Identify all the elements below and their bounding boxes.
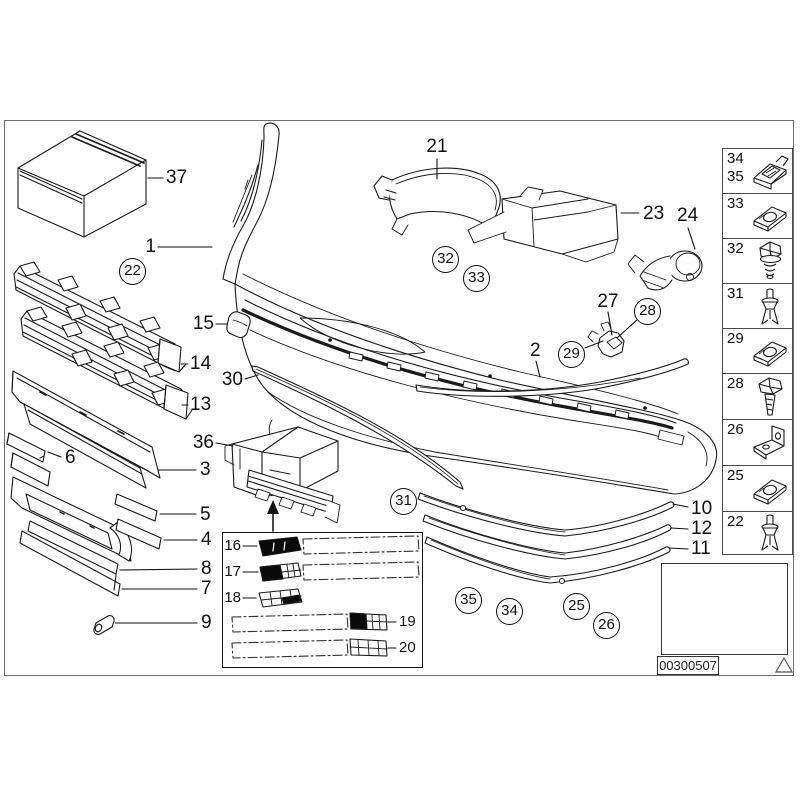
fastener-cell-25[interactable]: 25: [722, 465, 793, 512]
part-label-15[interactable]: 15: [192, 313, 214, 334]
part-label-21[interactable]: 21: [426, 136, 448, 157]
part-label-18[interactable]: 18: [224, 589, 241, 606]
part-label-17[interactable]: 17: [224, 563, 241, 580]
diagram-code: 00300507: [657, 656, 719, 675]
part-label-14[interactable]: 14: [190, 353, 212, 374]
part-label-11[interactable]: 11: [691, 538, 711, 559]
part-label-13[interactable]: 13: [190, 394, 212, 415]
part-label-4[interactable]: 4: [201, 529, 212, 550]
fastener-number: 28: [727, 375, 744, 392]
fastener-cell-31[interactable]: 31: [722, 283, 793, 329]
part-label-30[interactable]: 30: [221, 369, 243, 390]
fastener-cell-32[interactable]: 32: [722, 238, 793, 284]
callout-25[interactable]: 25: [563, 593, 590, 620]
part-label-10[interactable]: 10: [691, 498, 713, 519]
fastener-number: 35: [727, 168, 744, 185]
fastener-number: 26: [727, 421, 744, 438]
expansion-rivet-icon: [761, 288, 779, 325]
nav-triangle-icon[interactable]: [773, 655, 795, 675]
part-label-9[interactable]: 9: [201, 612, 212, 633]
callout-33[interactable]: 33: [463, 265, 490, 292]
fastener-number: 32: [727, 240, 744, 257]
part-label-1[interactable]: 1: [145, 236, 156, 257]
fastener-number: 33: [727, 195, 744, 212]
fastener-cell-34-35[interactable]: 34 35: [722, 148, 793, 194]
fastener-number: 29: [727, 330, 744, 347]
callout-26[interactable]: 26: [593, 612, 620, 639]
fastener-cell-28[interactable]: 28: [722, 373, 793, 420]
callout-31[interactable]: 31: [390, 488, 417, 515]
part-label-16[interactable]: 16: [224, 537, 241, 554]
part-label-20[interactable]: 20: [399, 639, 416, 656]
speed-nut-icon: [753, 206, 787, 232]
hex-bolt-washer-icon: [759, 241, 782, 280]
fastener-cell-26[interactable]: 26: [722, 419, 793, 466]
angle-bracket-icon: [753, 425, 785, 460]
part-label-6[interactable]: 6: [65, 447, 76, 468]
part-label-5[interactable]: 5: [200, 504, 211, 525]
part-label-27[interactable]: 27: [597, 291, 619, 312]
callout-34[interactable]: 34: [496, 598, 523, 625]
fastener-cell-22[interactable]: 22: [722, 511, 793, 555]
cage-nut-clip-icon: [753, 155, 789, 190]
fastener-number: 31: [727, 285, 744, 302]
fastener-number: 34: [727, 150, 744, 167]
diagram-frame: [4, 120, 794, 676]
fastener-number: 25: [727, 467, 744, 484]
molding-variants-inset-box: [222, 532, 423, 668]
part-label-24[interactable]: 24: [677, 205, 699, 226]
callout-22[interactable]: 22: [119, 258, 146, 285]
fastener-cell-33[interactable]: 33: [722, 193, 793, 239]
callout-28[interactable]: 28: [634, 298, 661, 325]
callout-32[interactable]: 32: [432, 246, 459, 273]
part-label-8[interactable]: 8: [201, 558, 212, 579]
part-label-3[interactable]: 3: [200, 459, 211, 480]
fastener-legend-sidebar: 34 35 33 32 31: [722, 148, 793, 555]
vehicle-thumbnail-box[interactable]: [661, 563, 788, 655]
fastener-number: 22: [727, 513, 744, 530]
speed-nut-icon: [753, 479, 787, 505]
callout-35[interactable]: 35: [455, 587, 482, 614]
fastener-cell-29[interactable]: 29: [722, 328, 793, 374]
hex-screw-icon: [758, 377, 783, 416]
part-label-7[interactable]: 7: [201, 578, 212, 599]
callout-29[interactable]: 29: [558, 341, 585, 368]
part-label-2[interactable]: 2: [530, 340, 541, 361]
expansion-rivet-icon: [761, 514, 779, 551]
part-label-37[interactable]: 37: [166, 167, 188, 188]
part-label-19[interactable]: 19: [399, 613, 416, 630]
speed-nut-icon: [753, 341, 787, 367]
part-label-36[interactable]: 36: [192, 432, 214, 453]
part-label-12[interactable]: 12: [691, 518, 713, 539]
part-label-23[interactable]: 23: [643, 203, 665, 224]
